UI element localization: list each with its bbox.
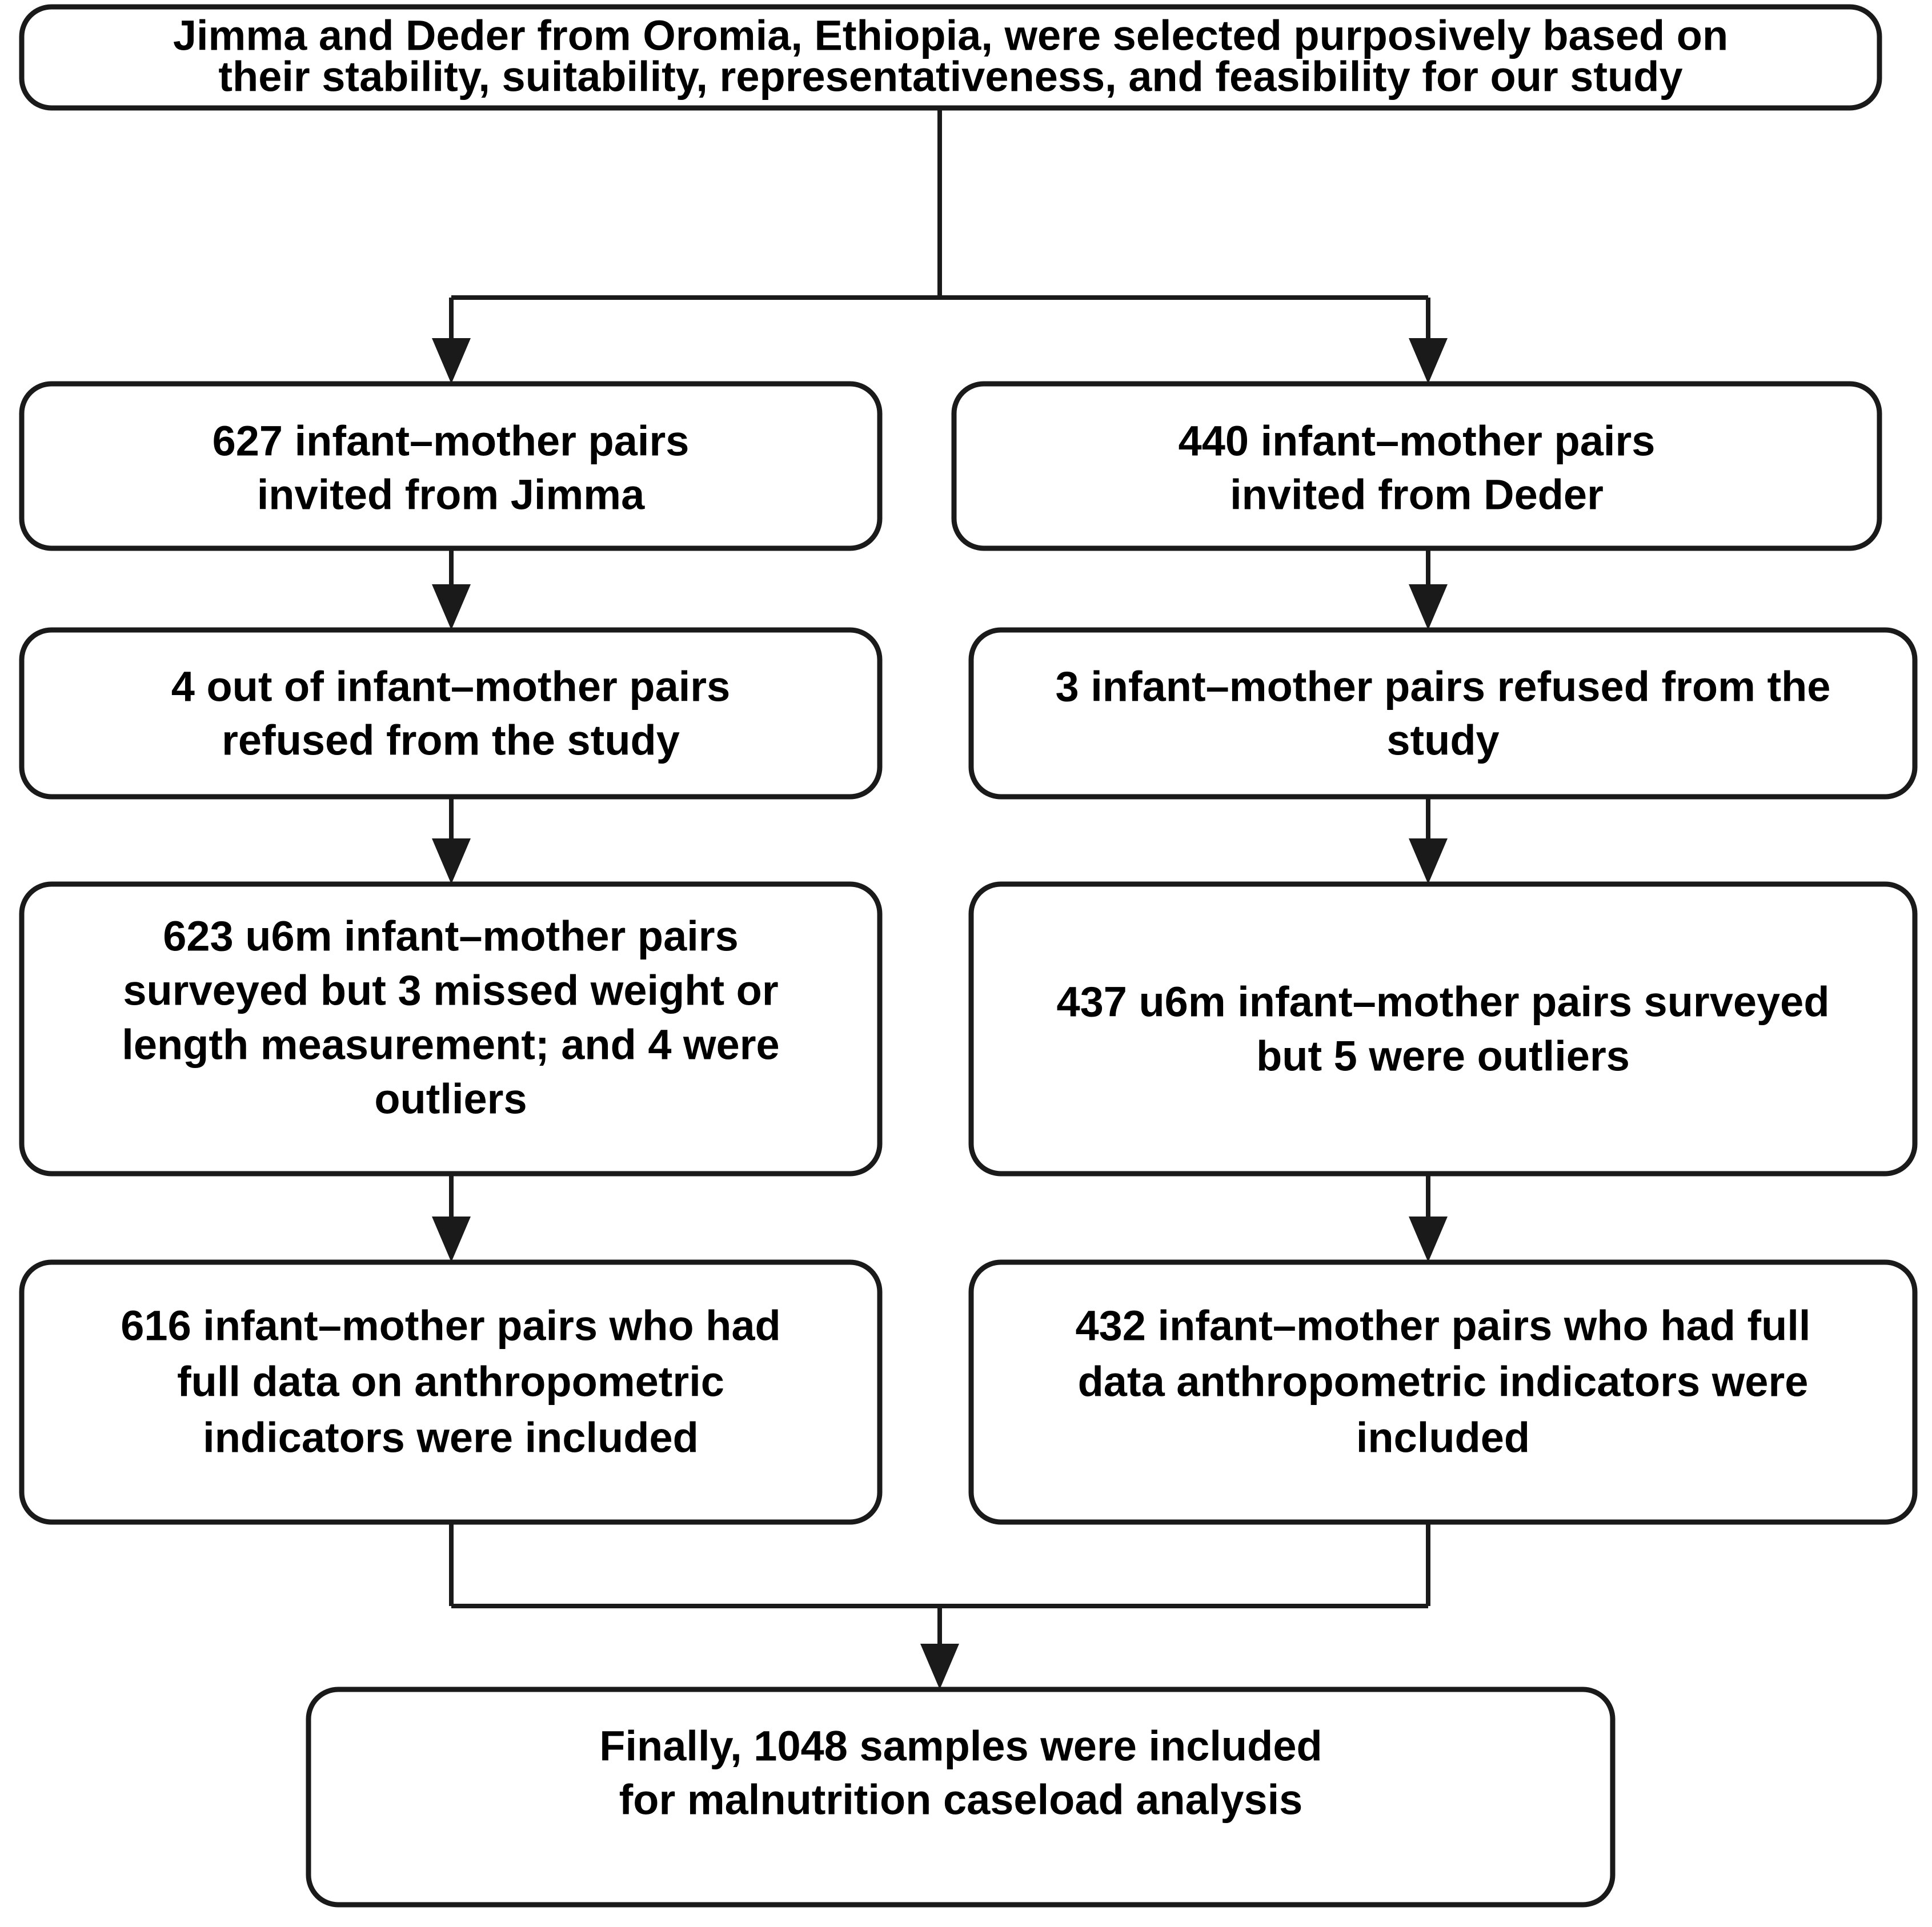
node-jimma-surveyed-line-4: outliers <box>374 1075 527 1123</box>
node-jimma-refused-shape[interactable] <box>19 627 883 800</box>
node-source-selection-shape[interactable] <box>19 4 1882 111</box>
node-deder-surveyed[interactable]: 437 u6m infant–mother pairs surveyed but… <box>968 881 1918 1177</box>
node-jimma-included[interactable]: 616 infant–mother pairs who had full dat… <box>19 1259 883 1525</box>
node-jimma-included-shape[interactable] <box>19 1259 883 1525</box>
node-source-selection-line-1: Jimma and Deder from Oromia, Ethiopia, w… <box>173 12 1728 59</box>
arrow-head-deder-surveyed-to-included <box>1409 1217 1448 1262</box>
connector-layer <box>432 108 1448 1689</box>
node-final-sample[interactable]: Finally, 1048 samples were included for … <box>306 1687 1616 1908</box>
node-final-sample-line-1: Finally, 1048 samples were included <box>599 1723 1322 1770</box>
node-jimma-refused[interactable]: 4 out of infant–mother pairs refused fro… <box>19 627 883 800</box>
node-jimma-refused-line-2: refused from the study <box>222 717 680 764</box>
node-deder-included-line-2: data anthropometric indicators were <box>1078 1358 1809 1406</box>
node-jimma-surveyed-shape[interactable] <box>19 881 883 1177</box>
node-deder-refused-line-2: study <box>1386 717 1499 764</box>
node-final-sample-line-2: for malnutrition caseload analysis <box>619 1776 1303 1824</box>
arrow-head-jimma-refused-to-surveyed <box>432 838 471 884</box>
node-jimma-invited-line-1: 627 infant–mother pairs <box>213 417 690 465</box>
node-jimma-surveyed-line-1: 623 u6m infant–mother pairs <box>163 913 739 960</box>
node-jimma-surveyed-line-3: length measurement; and 4 were <box>122 1021 779 1069</box>
node-deder-invited[interactable]: 440 infant–mother pairs invited from Ded… <box>951 381 1882 551</box>
node-deder-included-line-3: included <box>1356 1414 1530 1462</box>
node-jimma-refused-line-1: 4 out of infant–mother pairs <box>171 663 731 710</box>
node-deder-surveyed-line-1: 437 u6m infant–mother pairs surveyed <box>1056 978 1829 1026</box>
node-deder-invited-shape[interactable] <box>951 381 1882 551</box>
node-deder-refused-shape[interactable] <box>968 627 1918 800</box>
arrow-head-split-to-jimma <box>432 338 471 384</box>
node-jimma-included-line-1: 616 infant–mother pairs who had <box>121 1302 780 1350</box>
node-deder-invited-line-2: invited from Deder <box>1230 471 1604 519</box>
node-jimma-invited[interactable]: 627 infant–mother pairs invited from Jim… <box>19 381 883 551</box>
node-jimma-surveyed[interactable]: 623 u6m infant–mother pairs surveyed but… <box>19 881 883 1177</box>
node-deder-surveyed-shape[interactable] <box>968 881 1918 1177</box>
node-source-selection[interactable]: Jimma and Deder from Oromia, Ethiopia, w… <box>19 4 1882 111</box>
arrow-head-deder-refused-to-surveyed <box>1409 838 1448 884</box>
node-jimma-included-line-3: indicators were included <box>203 1414 699 1462</box>
node-jimma-invited-shape[interactable] <box>19 381 883 551</box>
arrow-head-split-to-deder <box>1409 338 1448 384</box>
node-source-selection-line-2: their stability, suitability, representa… <box>218 53 1682 101</box>
node-final-sample-shape[interactable] <box>306 1687 1616 1908</box>
node-deder-included-shape[interactable] <box>968 1259 1918 1525</box>
arrow-head-deder-invited-to-refused <box>1409 584 1448 630</box>
node-deder-included-line-1: 432 infant–mother pairs who had full <box>1076 1302 1811 1350</box>
node-deder-surveyed-line-2: but 5 were outliers <box>1256 1033 1630 1080</box>
node-jimma-invited-line-2: invited from Jimma <box>257 471 645 519</box>
node-jimma-included-line-2: full data on anthropometric <box>177 1358 724 1406</box>
arrow-head-jimma-surveyed-to-included <box>432 1217 471 1262</box>
node-deder-invited-line-1: 440 infant–mother pairs <box>1179 417 1656 465</box>
arrow-head-merge-to-final <box>920 1644 959 1689</box>
node-jimma-surveyed-line-2: surveyed but 3 missed weight or <box>123 967 778 1014</box>
arrow-head-jimma-invited-to-refused <box>432 584 471 630</box>
node-deder-refused[interactable]: 3 infant–mother pairs refused from the s… <box>968 627 1918 800</box>
node-deder-included[interactable]: 432 infant–mother pairs who had full dat… <box>968 1259 1918 1525</box>
node-deder-refused-line-1: 3 infant–mother pairs refused from the <box>1056 663 1831 710</box>
